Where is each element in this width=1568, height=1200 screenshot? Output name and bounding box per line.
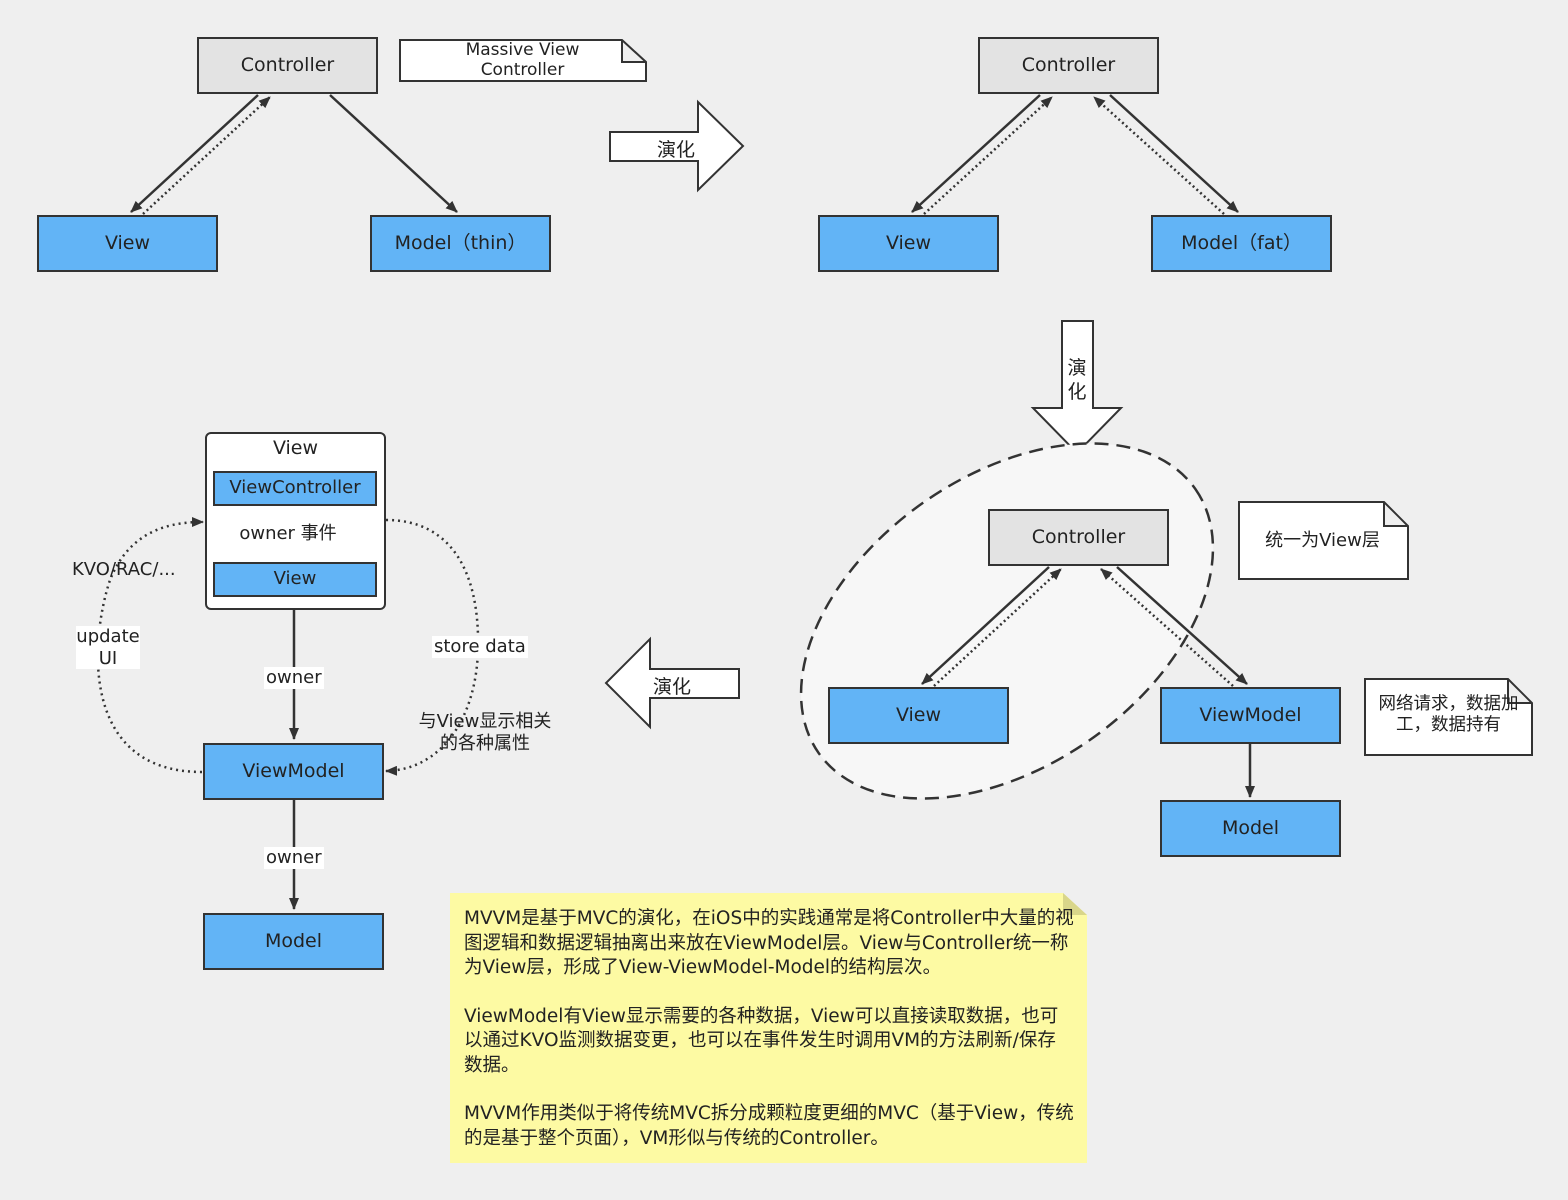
p4-update-ui-label: update UI [76,626,140,670]
p2-controller-box[interactable]: Controller [978,37,1159,94]
unified-note-text: 统一为View层 [1265,530,1380,551]
p2-view-label: View [885,231,932,254]
p3-controller-to-view [921,566,1050,685]
summary-paragraph-1: MVVM是基于MVC的演化，在iOS中的实践通常是将Controller中大量的… [464,908,1074,978]
evolve-label-right: 演化 [656,139,695,161]
p2-controller-to-view [911,94,1041,213]
massive-vc-note-text: Massive View Controller [465,40,580,81]
evolve-label-down-top: 演 [1067,357,1087,379]
p1-controller-box[interactable]: Controller [197,37,378,94]
viewmodel-note-text: 网络请求，数据加工，数据持有 [1378,694,1519,735]
p4-kvo-label: KVO/RAC/... [72,559,176,580]
p3-model-label: Model [1221,816,1280,839]
p3-controller-box[interactable]: Controller [988,509,1169,566]
p2-model-label: Model（fat） [1181,231,1302,254]
p4-model-box[interactable]: Model [203,913,384,970]
p3-viewmodel-label: ViewModel [1199,703,1302,726]
p4-viewmodel-box[interactable]: ViewModel [203,743,384,800]
p2-controller-label: Controller [1021,53,1116,76]
p1-model-box[interactable]: Model（thin） [370,215,551,272]
p1-controller-to-model [329,94,458,213]
p4-owner-label-2: owner [264,847,324,869]
p3-viewmodel-to-controller-dotted [1100,568,1234,687]
evolve-label-left: 演化 [652,676,691,698]
evolve-arrow-left-shape [604,636,740,730]
p3-viewmodel-box[interactable]: ViewModel [1160,687,1341,744]
summary-note-fold [1063,893,1087,915]
p3-model-box[interactable]: Model [1160,800,1341,857]
evolve-label-down-bottom: 化 [1067,381,1087,403]
p4-view-props-label: 与View显示相关的各种属性 [418,711,552,754]
p2-model-box[interactable]: Model（fat） [1151,215,1332,272]
p4-viewmodel-label: ViewModel [242,759,345,782]
p4-inner-view-label: View [273,568,317,590]
p3-view-label: View [895,703,942,726]
p1-controller-to-view [130,94,259,213]
unified-note-shape [1238,501,1409,580]
p1-view-label: View [104,231,151,254]
p4-kvo-update-ui-curve [96,517,204,774]
summary-paragraph-2: ViewModel有View显示需要的各种数据，View可以直接读取数据，也可以… [464,1005,1059,1076]
evolve-arrow-right-shape [609,99,745,193]
p4-container-title: View [272,437,319,459]
p4-model-label: Model [264,929,323,952]
p3-controller-label: Controller [1031,525,1126,548]
p4-viewcontroller-label: ViewController [229,477,361,499]
p1-model-label: Model（thin） [394,231,527,254]
evolve-arrow-down-shape [1030,320,1124,455]
p3-view-box[interactable]: View [828,687,1009,744]
massive-vc-note-shape [399,39,647,82]
p4-owner-label-1: owner [264,667,324,689]
p3-view-to-controller-dotted [933,568,1062,687]
unified-view-layer-ellipse [799,442,1215,800]
p3-controller-to-viewmodel [1116,566,1248,685]
p1-controller-label: Controller [240,53,335,76]
p4-store-data-label: store data [432,636,528,658]
p2-model-to-controller-dotted [1093,96,1225,215]
p4-viewcontroller-box[interactable]: ViewController [213,471,377,506]
summary-note-shape [450,893,1087,1163]
p2-controller-to-model [1109,94,1239,213]
p2-view-to-controller-dotted [923,96,1053,215]
p1-view-to-controller-dotted [142,96,271,215]
p4-owner-event-label: owner 事件 [233,523,343,545]
viewmodel-note-shape [1364,678,1533,756]
p1-view-box[interactable]: View [37,215,218,272]
summary-note: MVVM是基于MVC的演化，在iOS中的实践通常是将Controller中大量的… [464,907,1074,1151]
summary-paragraph-3: MVVM作用类似于将传统MVC拆分成颗粒度更细的MVC（基于View，传统的是基… [464,1103,1074,1149]
p2-view-box[interactable]: View [818,215,999,272]
p4-inner-view-box[interactable]: View [213,562,377,597]
